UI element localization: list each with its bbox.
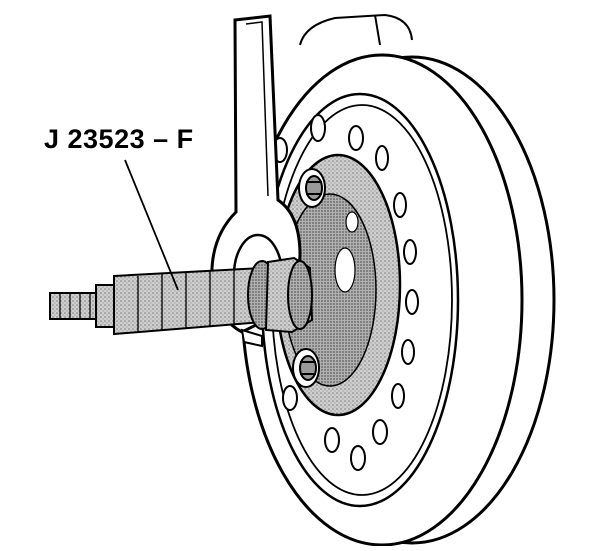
hole-1 <box>310 114 326 142</box>
hole-4 <box>393 192 407 218</box>
adapter-bolts <box>292 168 326 388</box>
hole-9 <box>372 419 388 445</box>
hole-10 <box>350 445 366 471</box>
hole-12 <box>282 385 298 411</box>
engine-top-outline <box>299 13 413 46</box>
callout-label: J 23523 – F <box>44 124 194 154</box>
hole-6 <box>405 289 419 315</box>
tool-shaft <box>49 256 314 336</box>
lower-bracket <box>240 328 263 348</box>
hole-7 <box>401 339 415 365</box>
hole-11 <box>324 427 340 453</box>
shaft-body <box>113 266 263 336</box>
hub-bore-small <box>345 211 359 233</box>
hub-bore-highlight <box>334 247 356 293</box>
hole-5 <box>403 239 417 265</box>
hole-3 <box>375 145 389 171</box>
callout-leader-line <box>124 159 179 291</box>
shaft-tip <box>49 292 99 320</box>
hole-2 <box>348 125 364 151</box>
lower-bolt <box>292 348 320 388</box>
upper-bolt <box>298 168 326 208</box>
hole-8 <box>391 383 405 409</box>
